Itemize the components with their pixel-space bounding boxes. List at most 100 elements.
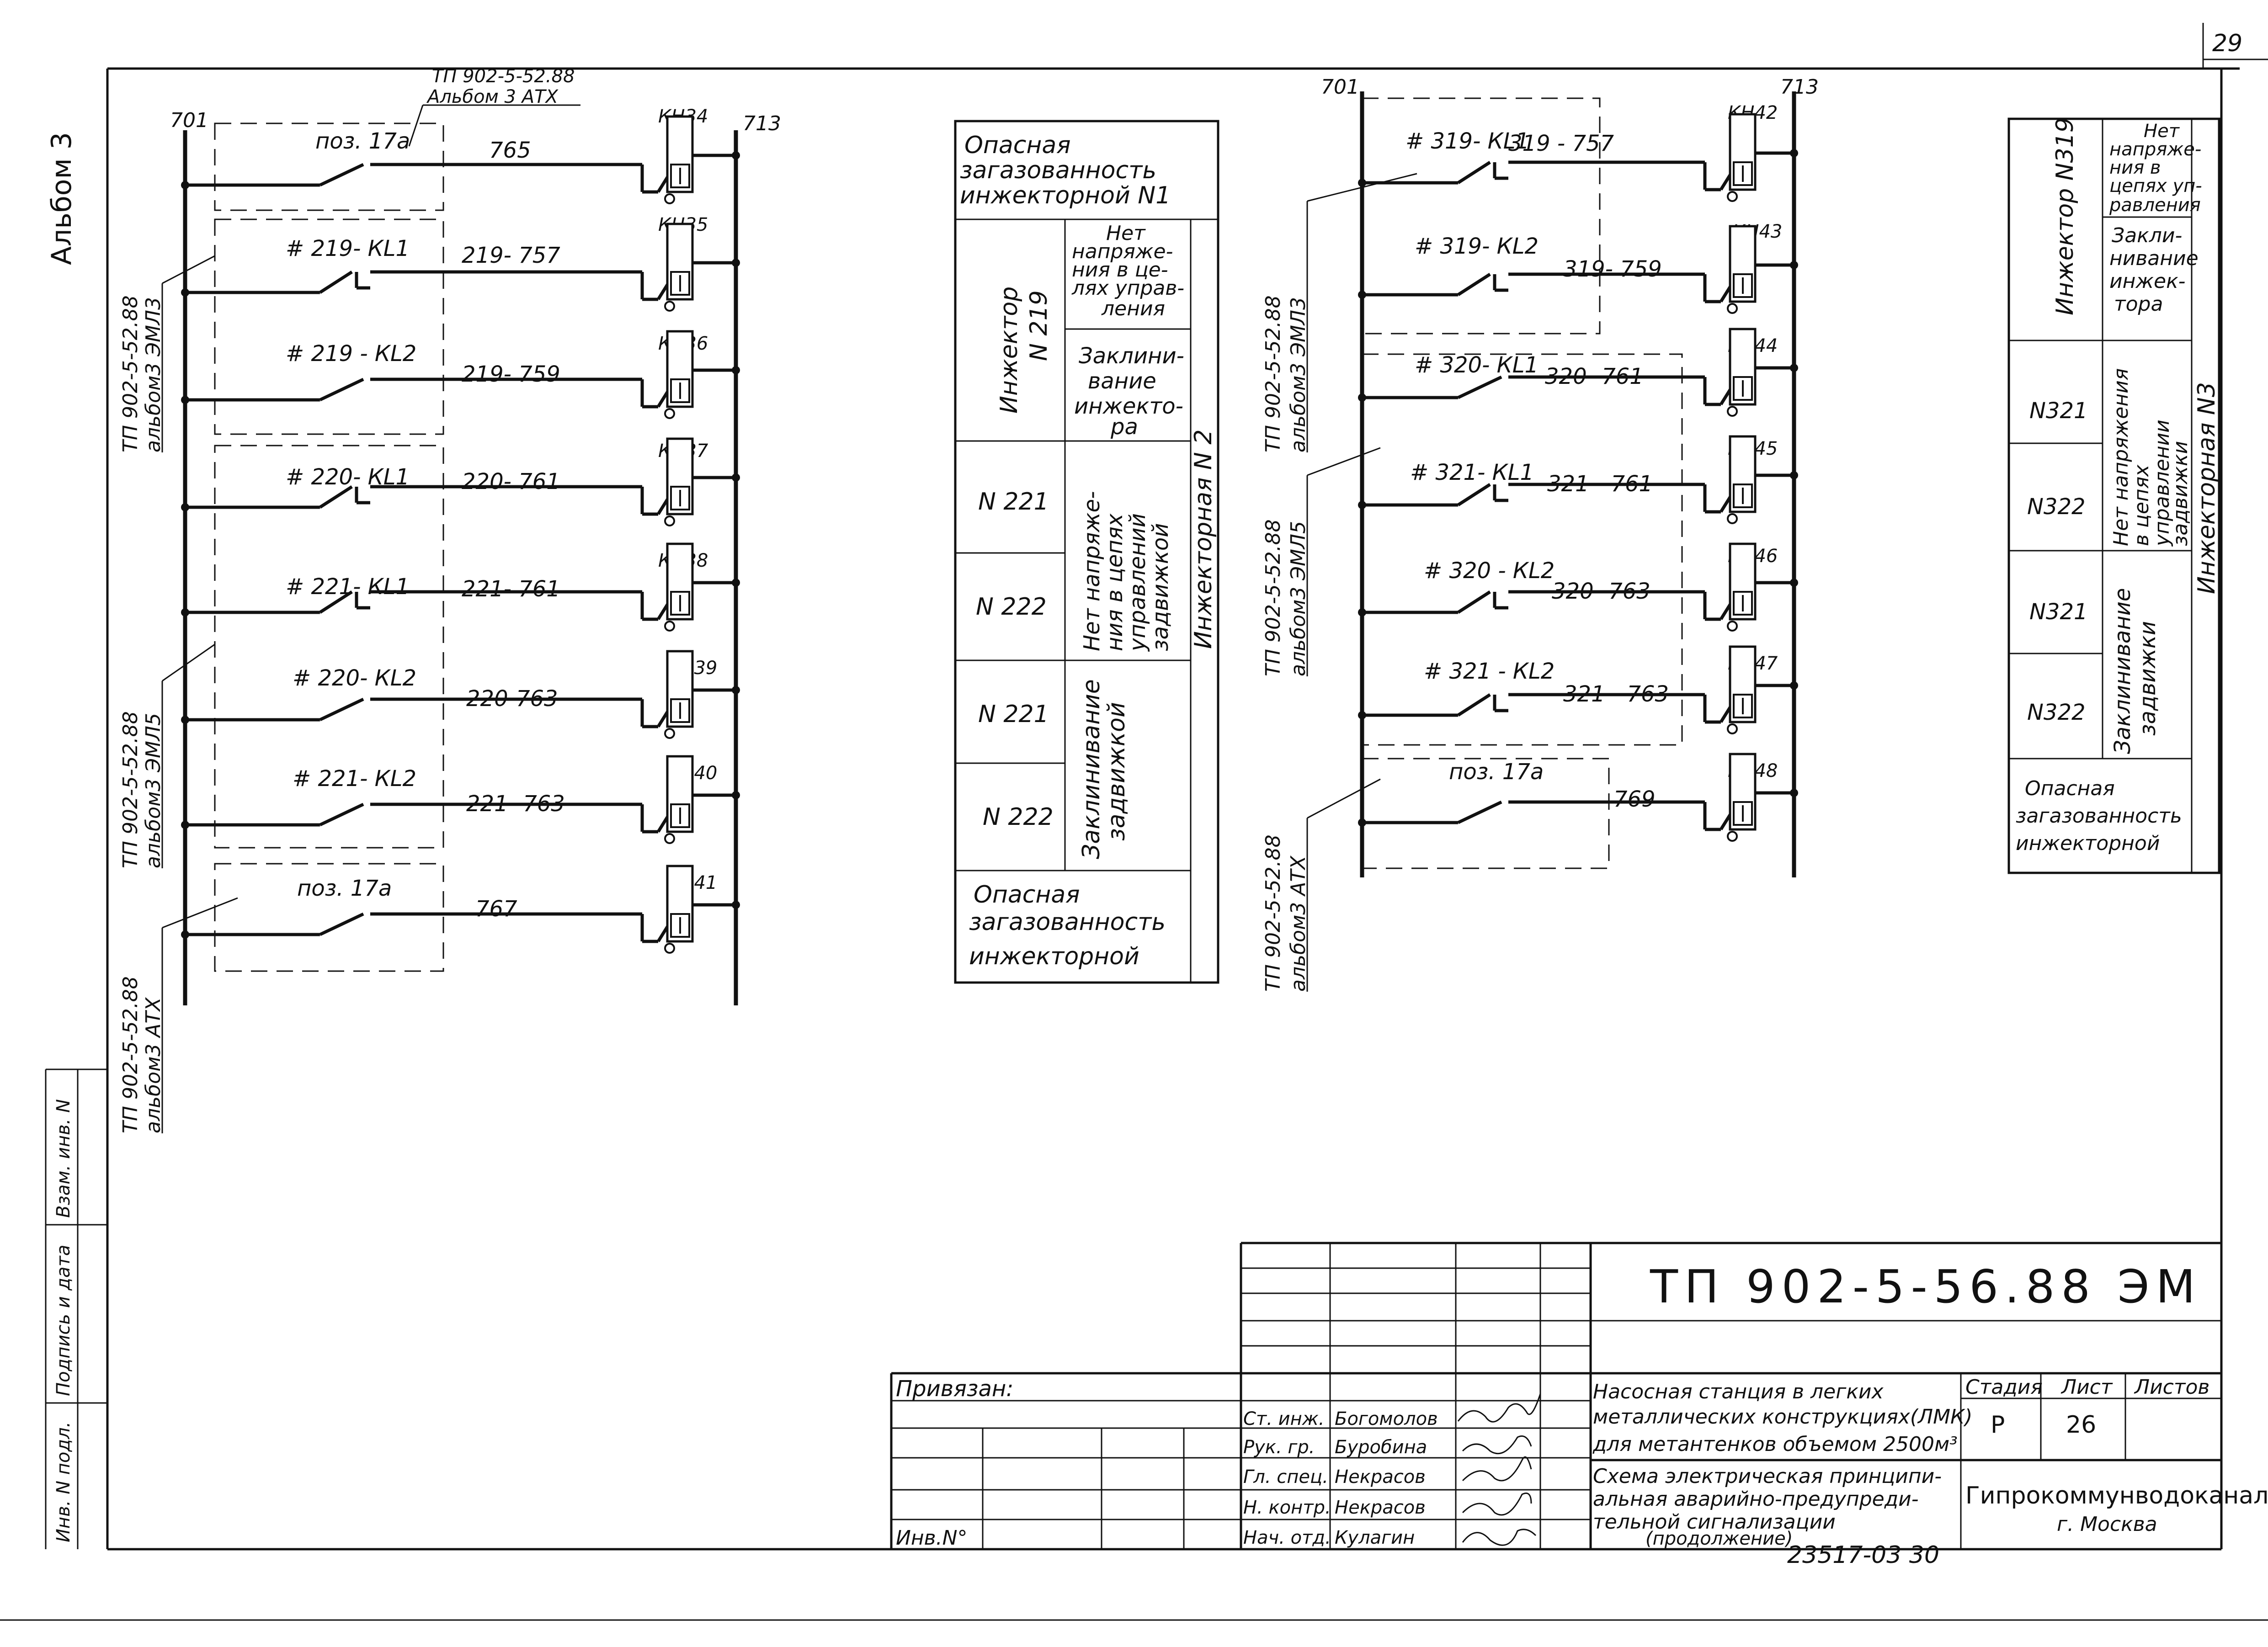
contact-label: # 219 - КL2 (286, 341, 416, 367)
rt-valve-novolt-1: Нет напряжения (2109, 368, 2133, 546)
contact-label: поз. 17а (1449, 759, 1544, 785)
rt-footer-2: загазованность (2016, 804, 2182, 828)
right-rungs (1358, 113, 1798, 842)
ref-eml5-right: ТП 902-5-52.88 (1262, 519, 1285, 676)
org-name: Гипрокоммунводоканал (1965, 1482, 2268, 1509)
mid-jam-3: инжекто- (1074, 393, 1183, 419)
right-row-2: # 320- КL1 320- 761 КН44 (1415, 335, 1778, 389)
rt-valve-novolt-4: задвижки (2169, 441, 2192, 546)
rt-jam-2: нивание (2109, 247, 2199, 270)
contact-blade (319, 802, 364, 827)
left-row-1: # 219- КL1 219- 757 КН35 (286, 214, 708, 268)
contact-label: # 320- КL1 (1415, 352, 1539, 378)
ref-eml5-left-album: альбом3 ЭМЛ5 (142, 713, 165, 868)
contact-blade (319, 485, 353, 509)
mid-row-a1: N 221 (978, 488, 1049, 515)
rt-jam-1: Закли- (2112, 224, 2182, 247)
wire-number: 767 (475, 896, 517, 922)
left-rungs (181, 115, 740, 954)
right-row-4: # 320 - КL2 320- 763 КН46 (1424, 546, 1778, 604)
left-row-0: поз. 17а 765 КН34 (315, 106, 708, 163)
rt-novolt-1: Нет (2144, 121, 2180, 142)
rung-6 (181, 755, 740, 844)
footer-code: 23517-03 30 (1787, 1541, 1939, 1569)
ref-atx-top: ТП 902-5-52.88 (432, 66, 575, 87)
page-number: 29 (2212, 30, 2242, 57)
contact-label: # 321- КL1 (1410, 460, 1534, 485)
bus-node (1790, 149, 1798, 157)
rung-6 (1358, 753, 1798, 842)
contact-label: # 219- КL1 (286, 236, 410, 261)
contact-label: # 319- КL2 (1415, 234, 1539, 259)
contact-blade (1457, 161, 1491, 184)
mid-header-2: загазованность (960, 157, 1156, 184)
bound-label: Привязан: (896, 1376, 1013, 1402)
mid-valve-jam-2: задвижкой (1103, 702, 1130, 841)
project-3: для метантенков объемом 2500м³ (1592, 1433, 1958, 1456)
rung-1 (181, 223, 740, 312)
wire-number: 221- 761 (462, 576, 560, 602)
button-terminal (664, 301, 675, 312)
name-0: Богомолов (1335, 1408, 1438, 1429)
mid-header-3: инжекторной N1 (960, 182, 1171, 209)
mid-novolt-5: ления (1101, 297, 1165, 320)
button-terminal (664, 833, 675, 844)
button-terminal (664, 408, 675, 419)
mid-valve-novolt-3: управлений (1125, 513, 1150, 652)
mid-footer-3: инжекторной (969, 943, 1139, 970)
rung-4 (1358, 542, 1798, 632)
mid-row-b2: N 222 (983, 803, 1054, 831)
title-block: ТП 902-5-56.88 ЭМ Привязан: Инв.N° Ст. и… (890, 1242, 2268, 1550)
button-terminal (1727, 831, 1738, 842)
stamp-signature-date: Подпись и дата (53, 1245, 74, 1396)
right-circuit: 701 713 ТП 902-5-52.88 альбом3 ЭМЛ3 ТП 9… (1262, 75, 1819, 992)
wire-number: 220- 761 (462, 469, 560, 494)
button-terminal (1727, 621, 1738, 632)
wire-number: 219- 757 (462, 243, 560, 268)
contact-blade (1457, 273, 1491, 296)
role-3: Н. контр. (1243, 1497, 1331, 1518)
button-terminal (1727, 303, 1738, 314)
right-row-1: # 319- КL2 319- 759 КН43 (1415, 221, 1782, 282)
button-terminal (1727, 513, 1738, 524)
wire-number: 219- 759 (462, 361, 560, 387)
contact-blade (1457, 483, 1491, 506)
project-2: металлических конструкциях(ЛМК) (1593, 1405, 1972, 1429)
rt-injector: Инжектор N319 (2051, 117, 2079, 315)
button-terminal (664, 728, 675, 739)
button-terminal (1727, 406, 1738, 417)
mid-footer-1: Опасная (974, 881, 1080, 909)
bus-713-left: 713 (743, 112, 781, 135)
left-circuit: 701 713 ТП 902-5-52.88 Альбом 3 АТХ (170, 66, 781, 1005)
mid-footer-2: загазованность (969, 909, 1166, 936)
name-1: Буробина (1335, 1437, 1427, 1458)
mid-novolt-1: Нет (1106, 222, 1146, 245)
right-row-5: # 321 - КL2 321 - 763 КН47 (1424, 653, 1778, 707)
contact-label: # 321 - КL2 (1424, 659, 1555, 684)
rung-5 (1358, 645, 1798, 734)
rt-jam-3: инжек- (2109, 270, 2186, 293)
bus-node (732, 473, 740, 482)
role-4: Нач. отд. (1243, 1527, 1331, 1548)
contact-label: # 320 - КL2 (1424, 558, 1555, 584)
contact-blade (319, 377, 364, 402)
stamp-inv-original: Инв. N подл. (53, 1422, 74, 1542)
left-row-2: # 219 - КL2 219- 759 КН36 (286, 333, 708, 387)
album-label: Альбом 3 (46, 132, 78, 265)
mid-header-1: Опасная (964, 132, 1071, 159)
mid-novolt-3: ния в це- (1072, 258, 1168, 282)
project-1: Насосная станция в легких (1593, 1380, 1884, 1403)
rung-2 (181, 330, 740, 419)
name-4: Кулагин (1335, 1527, 1415, 1548)
rung-7 (181, 865, 740, 954)
rung-4 (181, 542, 740, 632)
middle-table: Опасная загазованность инжекторной N1 Ин… (954, 120, 1219, 984)
bus-713-right: 713 (1780, 75, 1819, 99)
sheet-title-1: Схема электрическая принципи- (1593, 1465, 1942, 1488)
rung-1 (1358, 225, 1798, 314)
bus-node (732, 686, 740, 694)
button-terminal (1727, 191, 1738, 202)
rt-novolt-5: равления (2109, 195, 2201, 216)
button-terminal (664, 943, 675, 954)
mid-novolt-2: напряже- (1072, 240, 1173, 263)
